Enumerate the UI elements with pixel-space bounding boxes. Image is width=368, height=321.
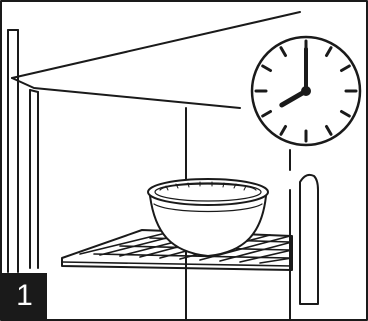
- clock-pivot: [302, 87, 310, 95]
- fridge-interior: [8, 12, 300, 320]
- step-number-badge: 1: [2, 273, 47, 319]
- clock-icon: [252, 37, 360, 145]
- fridge-door: [290, 175, 318, 320]
